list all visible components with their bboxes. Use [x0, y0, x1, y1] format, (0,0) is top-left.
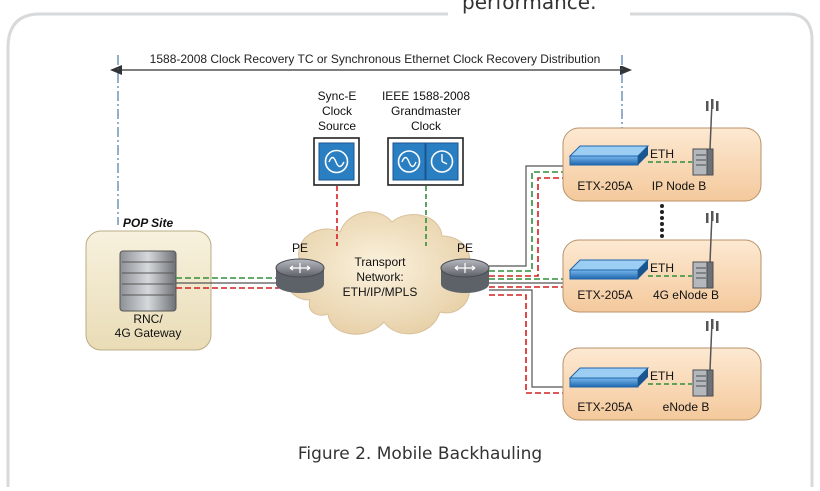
right-pe-router-icon — [440, 258, 490, 293]
pe-to-site2-links — [489, 278, 575, 288]
figure-frame — [6, 12, 814, 487]
transport-network-cloud — [286, 211, 471, 335]
site-2-etx-label: ETX-205A — [577, 288, 632, 302]
site-2-etx-device — [568, 259, 650, 271]
synce-label-line3: Source — [318, 119, 356, 133]
pop-site-title: POP Site — [123, 216, 174, 230]
synce-clock-source-icon — [313, 137, 360, 186]
grandmaster-clock-icon — [387, 137, 464, 186]
site-3-eth-label: ETH — [650, 369, 674, 383]
site-3-antenna-icon — [706, 319, 719, 371]
header-fragment: performance. — [462, 0, 596, 14]
left-pe-router-icon — [275, 258, 325, 293]
pe-to-site3-links — [489, 289, 575, 394]
site-3-etx-device — [568, 367, 650, 379]
gm-label-line1: IEEE 1588-2008 — [382, 89, 470, 103]
transport-label-line3: ETH/IP/MPLS — [343, 285, 418, 299]
site-2-eth-label: ETH — [650, 261, 674, 275]
site-2-node-label: 4G eNode B — [653, 288, 719, 302]
cell-site-2: ETH ETX-205A 4G eNode B — [562, 211, 762, 313]
transport-label-line1: Transport — [355, 255, 407, 269]
rnc-label-line1: RNC/ — [133, 312, 163, 326]
site-1-etx-label: ETX-205A — [577, 179, 632, 193]
site-2-antenna-icon — [706, 211, 719, 263]
site-3-etx-label: ETX-205A — [577, 400, 632, 414]
rnc-server-icon — [119, 250, 177, 312]
site-2-box — [562, 239, 762, 313]
right-pe-label: PE — [457, 241, 473, 255]
site-1-nodeb-icon — [692, 148, 714, 176]
synce-label-line2: Clock — [322, 104, 353, 118]
figure-caption: Figure 2. Mobile Backhauling — [298, 444, 542, 464]
cell-site-1: ETH ETX-205A IP Node B — [562, 99, 762, 202]
site-3-box — [562, 347, 762, 421]
left-pe-label: PE — [292, 241, 308, 255]
site-3-nodeb-icon — [692, 369, 714, 397]
rnc-label-line2: 4G Gateway — [115, 326, 182, 340]
site-3-node-label: eNode B — [663, 400, 710, 414]
clock-distribution-arrow — [110, 65, 632, 75]
more-sites-ellipsis — [660, 204, 664, 238]
synce-label-line1: Sync-E — [318, 89, 357, 103]
gm-label-line2: Grandmaster — [391, 104, 461, 118]
clock-distribution-label: 1588-2008 Clock Recovery TC or Synchrono… — [150, 52, 601, 66]
pop-to-pe-links — [176, 277, 279, 289]
site-1-antenna-icon — [706, 99, 719, 150]
site-1-eth-label: ETH — [650, 147, 674, 161]
site-1-node-label: IP Node B — [652, 179, 706, 193]
site-2-nodeb-icon — [692, 261, 714, 289]
gm-label-line3: Clock — [411, 119, 442, 133]
cell-site-3: ETH ETX-205A eNode B — [562, 319, 762, 421]
pe-to-site1-links — [489, 165, 575, 277]
transport-label-line2: Network: — [356, 270, 403, 284]
site-1-etx-device — [568, 145, 650, 157]
